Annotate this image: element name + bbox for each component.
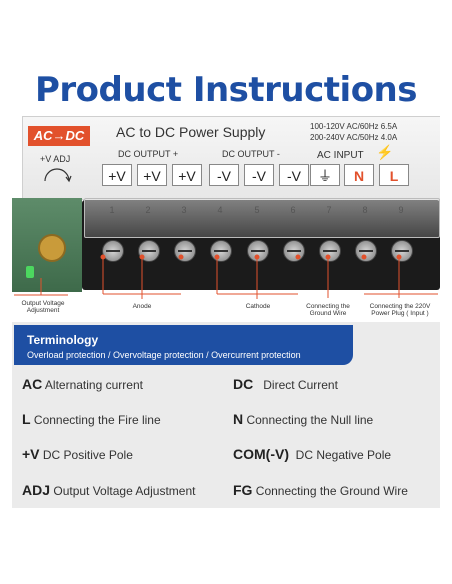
terminal-label: -V	[209, 164, 239, 186]
terminal-number: 4	[217, 205, 223, 215]
terminal-label: +V	[172, 164, 202, 186]
term-item: COM(-V) DC Negative Pole	[233, 446, 391, 462]
term-abbr: L	[22, 411, 31, 427]
term-abbr: N	[233, 411, 244, 427]
term-desc: Alternating current	[44, 378, 143, 392]
terminal-screw	[391, 240, 413, 262]
callout-line: Output Voltage	[21, 300, 65, 307]
terminal-screw	[247, 240, 269, 262]
label-plate	[22, 116, 440, 200]
terminal-number: 3	[181, 205, 187, 215]
lightning-icon: ⚡	[376, 144, 394, 160]
terminal-number: 1	[109, 205, 115, 215]
callout-cathode: Cathode	[245, 303, 271, 310]
callout-line: Connecting the	[306, 303, 350, 310]
term-item: DC Direct Current	[233, 376, 338, 392]
terminal-screw	[138, 240, 160, 262]
terminal-screw	[319, 240, 341, 262]
vadj-label: +V ADJ	[40, 154, 71, 164]
spec-line-1: 100-120V AC/60Hz 6.5A	[310, 122, 398, 131]
terminal-number: 5	[254, 205, 260, 215]
terminal-label: N	[344, 164, 374, 186]
terminal-label: L	[379, 164, 409, 186]
term-item: FG Connecting the Ground Wire	[233, 482, 408, 498]
term-desc: DC Negative Pole	[295, 448, 392, 462]
terminal-cover	[84, 198, 440, 238]
power-supply-photo: AC→DC AC to DC Power Supply 100-120V AC/…	[12, 116, 440, 294]
terminal-label: +V	[137, 164, 167, 186]
term-abbr: +V	[22, 446, 40, 462]
terminology-subtitle: Overload protection / Overvoltage protec…	[27, 350, 301, 360]
device-name: AC to DC Power Supply	[116, 124, 266, 140]
term-item: N Connecting the Null line	[233, 411, 373, 427]
terminal-number: 2	[145, 205, 151, 215]
term-abbr: COM(-V)	[233, 446, 289, 462]
callout-plug: Connecting the 220V Power Plug ( Input )	[362, 303, 438, 317]
terminal-screw	[174, 240, 196, 262]
callout-ground: Connecting the Ground Wire	[298, 303, 358, 317]
callout-line: Power Plug ( Input )	[371, 310, 429, 317]
callout-output-adjust: Output Voltage Adjustment	[8, 300, 78, 314]
page-title: Product Instructions	[34, 70, 418, 110]
terminology-title: Terminology	[27, 333, 99, 347]
terminal-screw	[210, 240, 232, 262]
term-item: ADJ Output Voltage Adjustment	[22, 482, 195, 498]
terminal-screw	[283, 240, 305, 262]
term-abbr: AC	[22, 376, 43, 392]
terminal-number: 7	[326, 205, 332, 215]
voltage-adjust-knob	[38, 234, 66, 262]
term-desc: Output Voltage Adjustment	[53, 484, 196, 498]
term-abbr: FG	[233, 482, 253, 498]
term-item: L Connecting the Fire line	[22, 411, 161, 427]
terminal-label: -V	[279, 164, 309, 186]
terminal-number: 6	[290, 205, 296, 215]
term-desc: Connecting the Ground Wire	[255, 484, 408, 498]
term-desc: Connecting the Fire line	[33, 413, 161, 427]
acdc-badge: AC→DC	[28, 126, 90, 146]
dc-output-negative-label: DC OUTPUT -	[222, 149, 280, 159]
terminal-label: +V	[102, 164, 132, 186]
ground-symbol-icon: ⏚	[310, 164, 340, 186]
spec-line-2: 200-240V AC/50Hz 4.0A	[310, 133, 398, 142]
term-item: +V DC Positive Pole	[22, 446, 133, 462]
ac-input-label: AC INPUT	[317, 150, 364, 161]
callout-anode: Anode	[132, 303, 152, 310]
term-desc: DC Positive Pole	[42, 448, 133, 462]
terminal-number: 9	[398, 205, 404, 215]
term-abbr: ADJ	[22, 482, 51, 498]
power-led	[26, 266, 34, 278]
terminal-label: -V	[244, 164, 274, 186]
callout-line: Ground Wire	[309, 310, 347, 317]
terminal-screw	[355, 240, 377, 262]
dc-output-positive-label: DC OUTPUT +	[118, 149, 179, 159]
terminal-number: 8	[362, 205, 368, 215]
term-item: AC Alternating current	[22, 376, 143, 392]
term-desc: Connecting the Null line	[246, 413, 374, 427]
term-desc: Direct Current	[263, 378, 338, 392]
callout-line: Connecting the 220V	[369, 303, 431, 310]
terminology-header	[14, 325, 353, 365]
callout-line: Adjustment	[26, 307, 60, 314]
terminal-screw	[102, 240, 124, 262]
rotate-arrow-icon	[44, 168, 72, 183]
term-abbr: DC	[233, 376, 254, 392]
